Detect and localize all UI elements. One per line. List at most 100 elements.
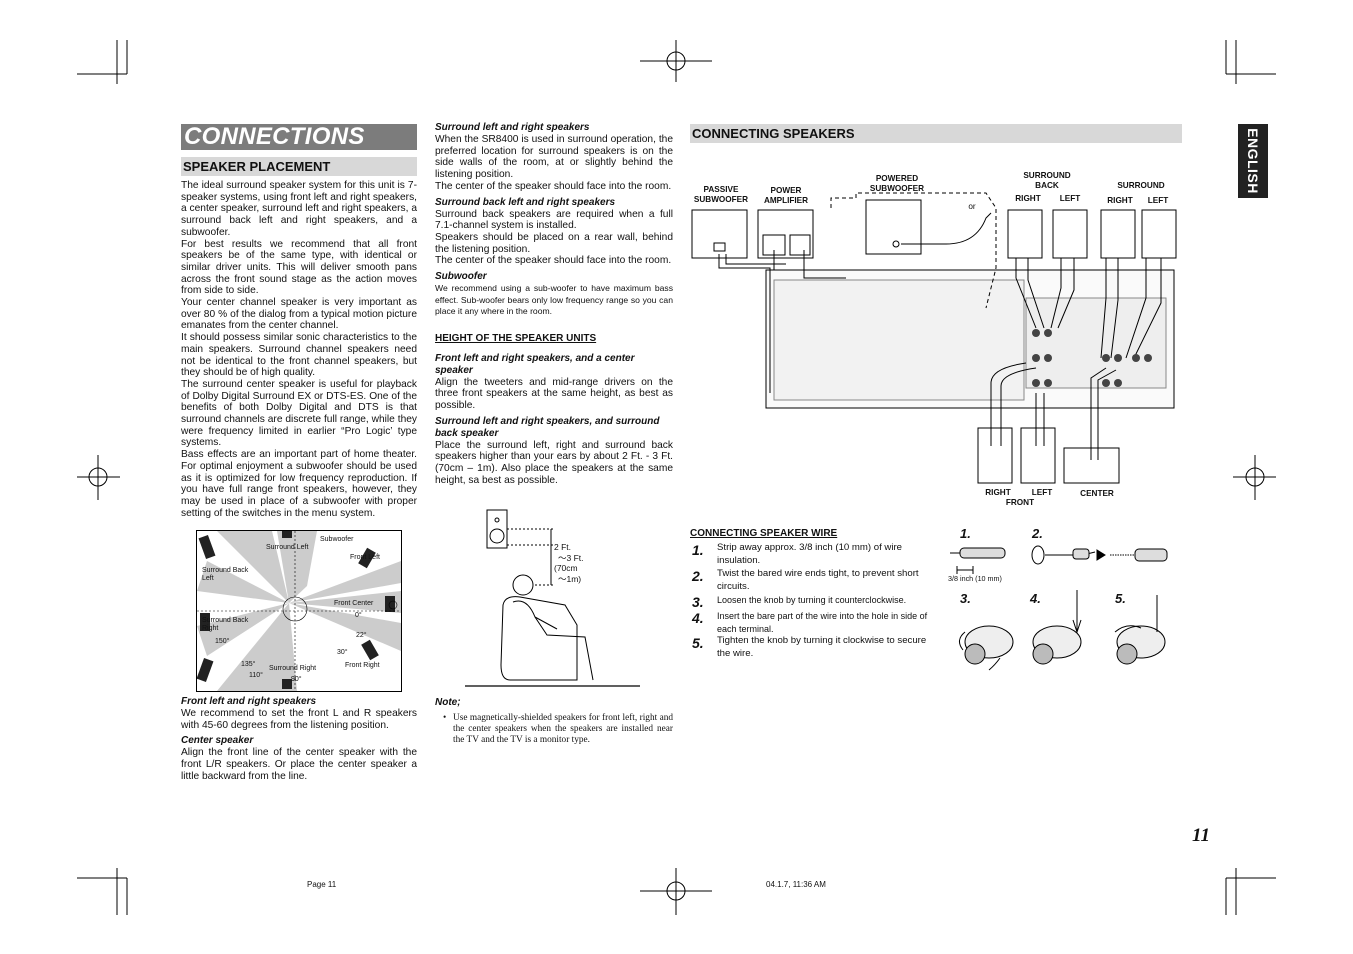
- step-4: 4. Insert the bare part of the wire into…: [692, 610, 928, 635]
- front-center-heading: Front left and right speakers, and a cen…: [435, 352, 635, 376]
- center-speaker-text: Align the front line of the center speak…: [181, 747, 417, 782]
- step-text: Tighten the knob by turning it clockwise…: [717, 635, 927, 659]
- connecting-speakers-heading: CONNECTING SPEAKERS: [692, 126, 855, 141]
- surround-back-heading: Surround back left and right speakers: [435, 196, 616, 208]
- paragraph: The surround center speaker is useful fo…: [181, 378, 417, 449]
- step-3: 3. Loosen the knob by turning it counter…: [692, 594, 928, 610]
- surround-height-text: Place the surround left, right and surro…: [435, 439, 673, 486]
- label-front-left: Front Left: [350, 554, 380, 561]
- note-item: • Use magnetically-shielded speakers for…: [435, 713, 673, 746]
- step-2: 2. Twist the bared wire ends tight, to p…: [692, 568, 928, 593]
- label-sb-right: RIGHT: [1015, 194, 1041, 203]
- surround-back-text-1: Surround back speakers are required when…: [435, 208, 673, 232]
- label-s-right: RIGHT: [1107, 196, 1133, 205]
- footer-left: Page 11: [307, 880, 337, 889]
- step-5: 5. Tighten the knob by turning it clockw…: [692, 635, 928, 660]
- fig-number-3: 3.: [960, 591, 971, 606]
- paragraph: Your center channel speaker is very impo…: [181, 297, 417, 332]
- height-labels: 2 Ft. ～3 Ft. (70cm ～1m): [554, 542, 584, 584]
- footer-right: 04.1.7, 11:36 AM: [766, 880, 826, 889]
- height-heading: HEIGHT OF THE SPEAKER UNITS: [435, 332, 597, 344]
- label-angle-0: 0°: [355, 612, 362, 619]
- note-text: Use magnetically-shielded speakers for f…: [453, 713, 673, 745]
- label-angle-22: 22°: [356, 632, 367, 639]
- label-front: FRONT: [1005, 498, 1035, 507]
- step-number: 2.: [692, 568, 704, 584]
- paragraph: For best results we recommend that all f…: [181, 238, 417, 297]
- label-front-right: RIGHT: [985, 488, 1011, 497]
- placement-diagram-drawing: [197, 531, 401, 691]
- speaker-placement-text: The ideal surround speaker system for th…: [181, 180, 417, 519]
- step-text: Twist the bared wire ends tight, to prev…: [717, 568, 919, 592]
- language-tab-label: ENGLISH: [1245, 128, 1261, 194]
- height-label: ～1m): [558, 573, 582, 584]
- label-s-left: LEFT: [1147, 196, 1169, 205]
- connecting-speakers-heading-bar: CONNECTING SPEAKERS: [690, 124, 1182, 143]
- front-center-text: Align the tweeters and mid-range drivers…: [435, 376, 673, 411]
- label-angle-30: 30°: [337, 649, 348, 656]
- fig-number-4: 4.: [1030, 591, 1041, 606]
- strip-length-label: 3/8 inch (10 mm): [948, 574, 1002, 583]
- step-1: 1. Strip away approx. 3/8 inch (10 mm) o…: [692, 542, 928, 567]
- step-text: Strip away approx. 3/8 inch (10 mm) of w…: [717, 542, 903, 566]
- label-passive-subwoofer: PASSIVE SUBWOOFER: [693, 185, 749, 204]
- label-front-center: Front Center: [334, 600, 374, 607]
- label-front-left: LEFT: [1031, 488, 1053, 497]
- label-angle-90: 90°: [291, 676, 302, 683]
- label-or: or: [968, 202, 976, 211]
- page-title-bar: CONNECTIONS: [181, 124, 417, 150]
- front-lr-heading: Front left and right speakers: [181, 696, 317, 707]
- wire-heading: CONNECTING SPEAKER WIRE: [690, 528, 838, 539]
- surround-lr-text-2: The center of the speaker should face in…: [435, 180, 672, 192]
- connection-diagram: [691, 192, 1177, 484]
- subwoofer-heading: Subwoofer: [435, 271, 487, 283]
- label-power-amplifier: POWER AMPLIFIER: [763, 186, 809, 205]
- label-surround-left: Surround Left: [266, 544, 309, 551]
- surround-lr-heading: Surround left and right speakers: [435, 122, 590, 133]
- label-center: CENTER: [1080, 489, 1114, 498]
- paragraph: The ideal surround speaker system for th…: [181, 180, 417, 238]
- height-label: 2 Ft.: [554, 542, 572, 552]
- label-powered-subwoofer: POWERED SUBWOOFER: [869, 174, 925, 193]
- paragraph: It should possess similar sonic characte…: [181, 332, 417, 379]
- label-surround-right: Surround Right: [269, 665, 317, 672]
- speaker-placement-diagram: Subwoofer Surround Left Front Left Surro…: [196, 530, 402, 692]
- height-diagram: [465, 509, 640, 687]
- fig-number-2: 2.: [1032, 526, 1043, 541]
- fig-number-5: 5.: [1115, 591, 1126, 606]
- label-surround-back: SURROUND BACK: [1023, 171, 1071, 190]
- paragraph: Bass effects are an important part of ho…: [181, 449, 417, 519]
- step-text: Insert the bare part of the wire into th…: [717, 611, 928, 634]
- label-angle-150: 150°: [215, 638, 230, 645]
- speaker-placement-heading: SPEAKER PLACEMENT: [183, 159, 331, 174]
- fig-number-1: 1.: [960, 526, 971, 541]
- bullet: •: [443, 713, 447, 723]
- front-center-section: Front left and right speakers We recomme…: [181, 696, 417, 783]
- note-section: Note; • Use magnetically-shielded speake…: [435, 697, 673, 746]
- height-label: ～3 Ft.: [558, 552, 584, 563]
- label-surround-back-left: Surround Back Left: [202, 567, 249, 582]
- middle-column: Surround left and right speakers When th…: [435, 122, 673, 486]
- step-number: 3.: [692, 594, 704, 610]
- center-speaker-heading: Center speaker: [181, 735, 254, 747]
- surround-back-text-3: The center of the speaker should face in…: [435, 255, 672, 267]
- note-heading: Note;: [435, 697, 461, 708]
- page-title: CONNECTIONS: [184, 123, 365, 150]
- label-subwoofer: Subwoofer: [320, 536, 354, 543]
- wire-steps: 1. Strip away approx. 3/8 inch (10 mm) o…: [692, 542, 928, 660]
- page-number: 11: [1192, 825, 1210, 846]
- label-angle-135: 135°: [241, 661, 256, 668]
- height-label: (70cm: [554, 563, 578, 573]
- wire-figures: [950, 545, 1168, 671]
- label-surround: SURROUND: [1117, 181, 1165, 190]
- label-surround-back-right: Surround Back Right: [202, 617, 249, 632]
- step-number: 5.: [692, 635, 704, 651]
- step-number: 1.: [692, 542, 704, 558]
- surround-height-heading: Surround left and right speakers, and su…: [435, 415, 660, 439]
- surround-back-text-2: Speakers should be placed on a rear wall…: [435, 231, 673, 255]
- label-sb-left: LEFT: [1059, 194, 1081, 203]
- subwoofer-text: We recommend using a sub-woofer to have …: [435, 283, 673, 317]
- surround-lr-text-1: When the SR8400 is used in surround oper…: [435, 134, 673, 181]
- label-front-right: Front Right: [345, 662, 380, 669]
